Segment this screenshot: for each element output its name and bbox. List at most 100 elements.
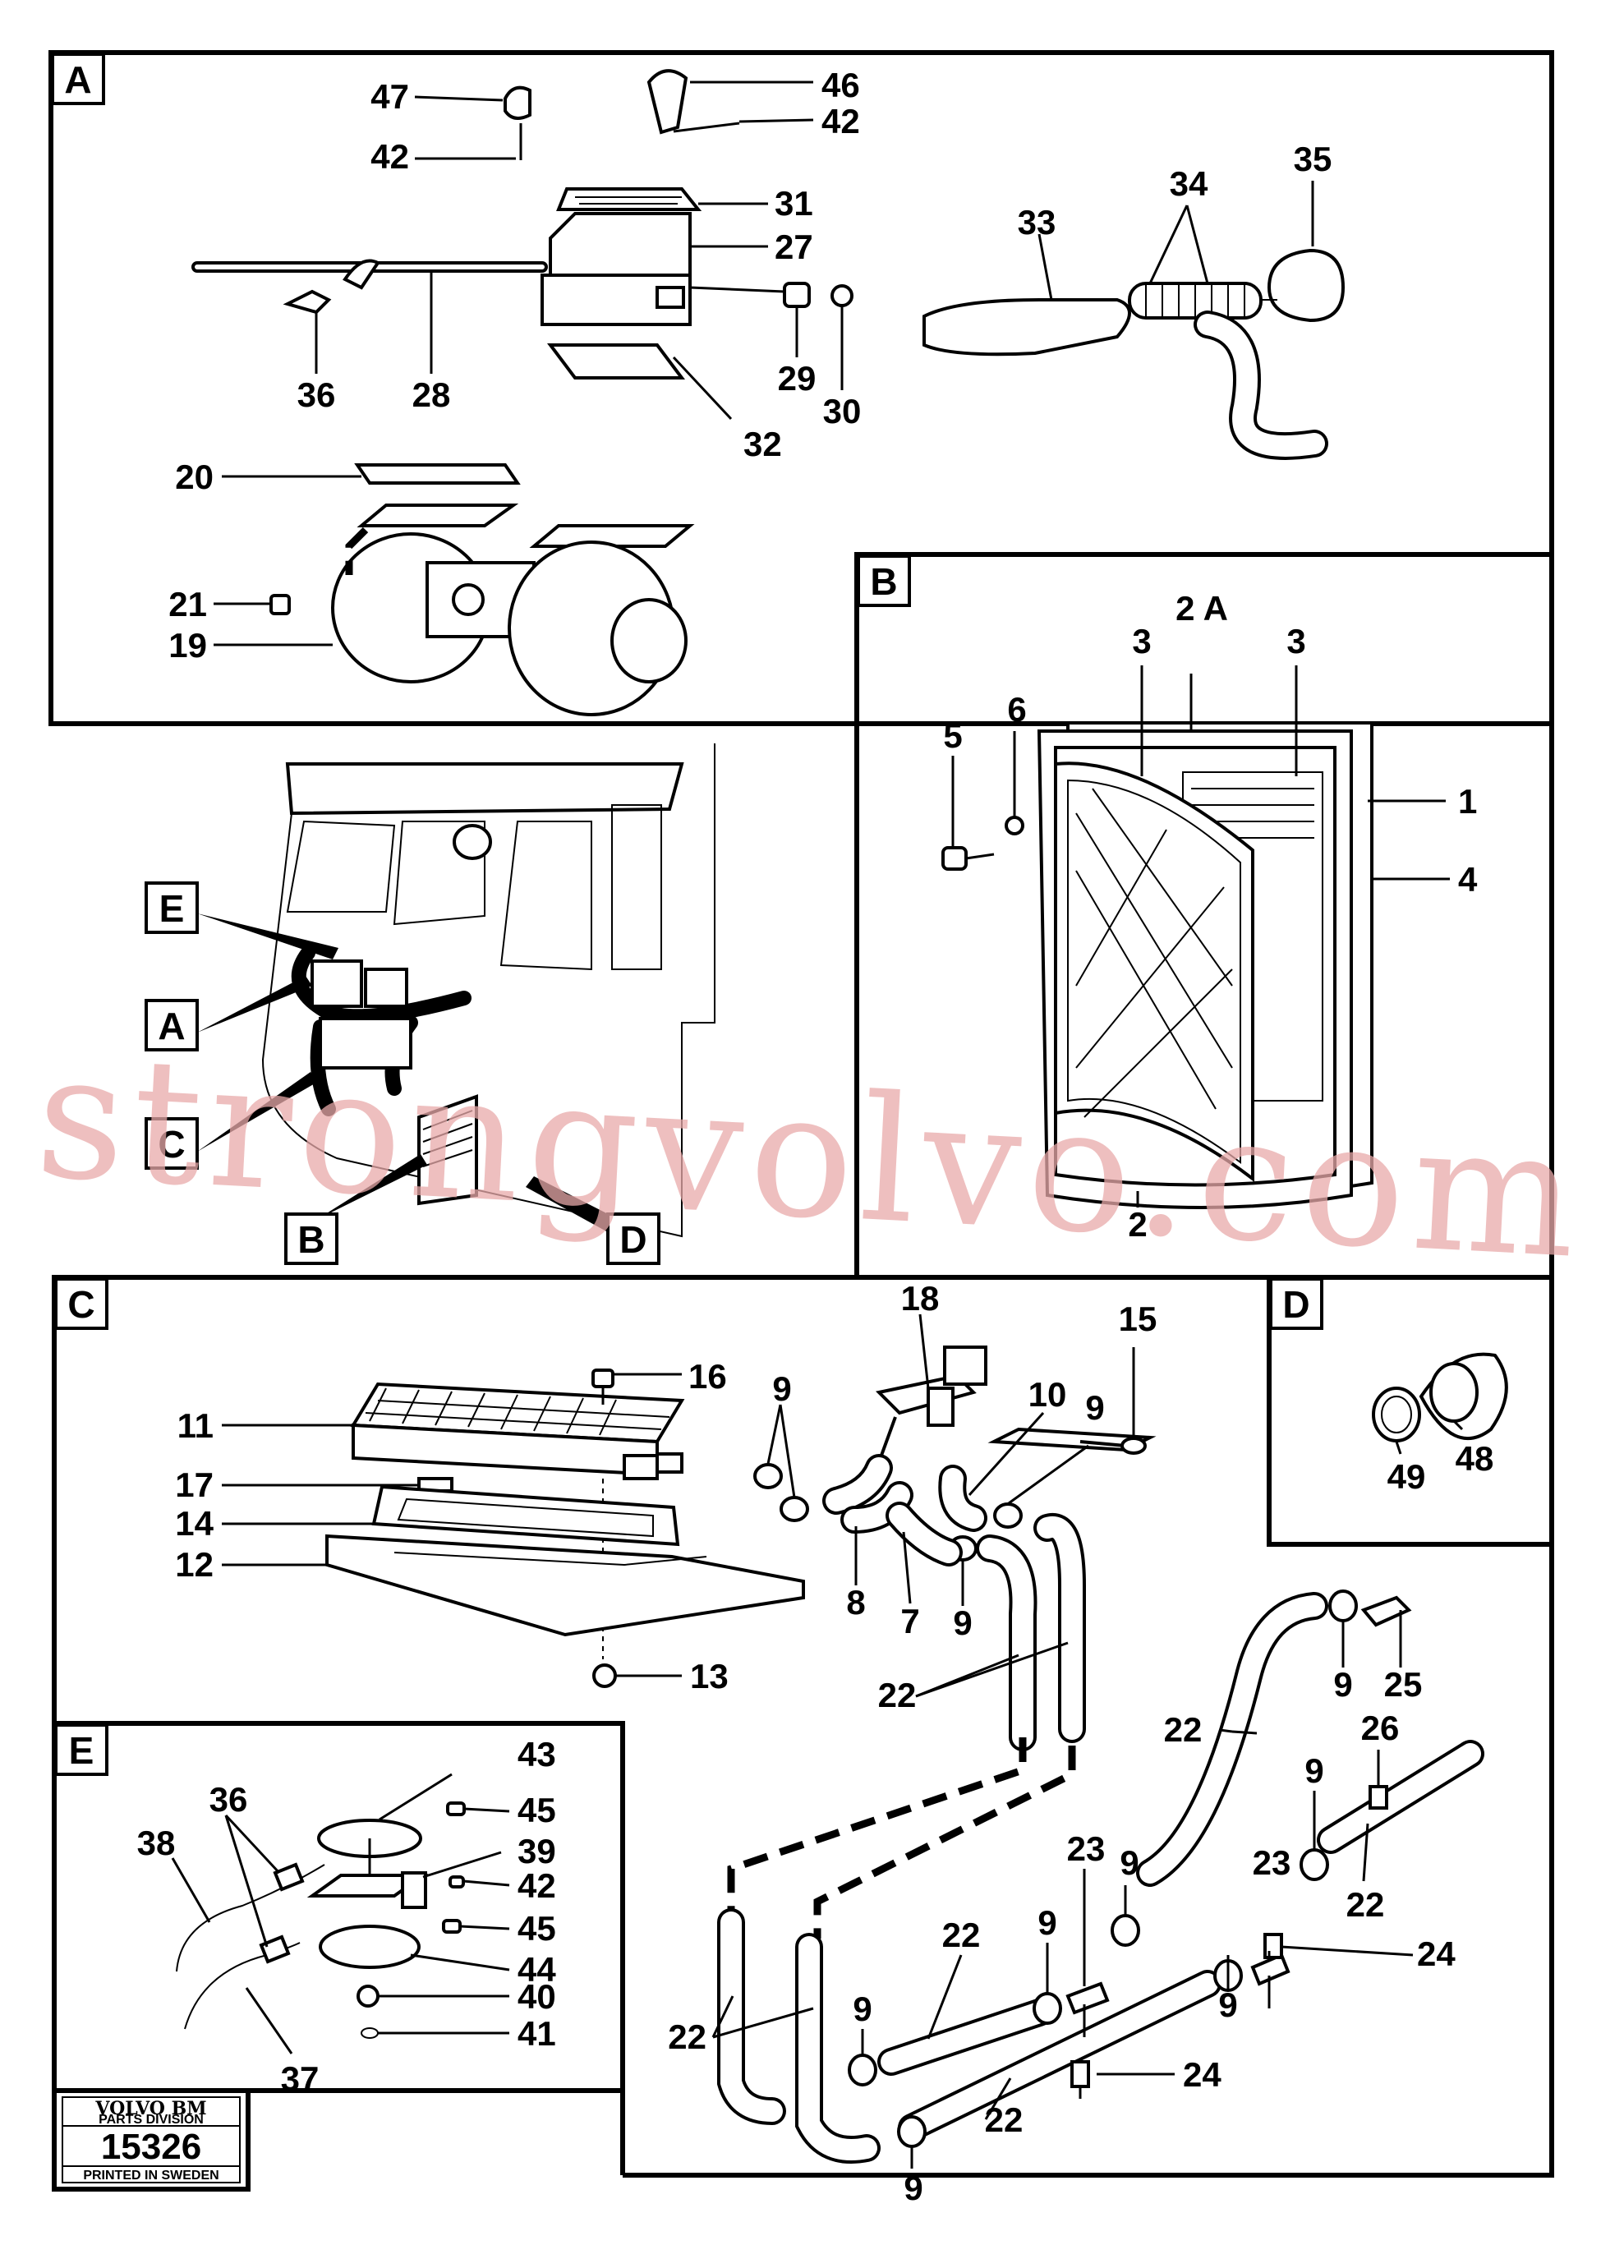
panel-tag-a: A	[51, 53, 105, 105]
callout-29: 29	[778, 359, 817, 398]
ring-49-part	[1372, 1387, 1421, 1442]
bolt-16-part	[591, 1369, 614, 1405]
callout-9-elbow: 9	[1333, 1665, 1352, 1704]
callout-24-lower: 24	[1183, 2055, 1221, 2094]
duct-housing-27-part	[541, 212, 692, 326]
callout-45-lower: 45	[518, 1909, 556, 1948]
nozzle-33-part	[922, 298, 1131, 357]
pointer-c	[197, 1072, 316, 1152]
svg-text:C: C	[67, 1283, 94, 1326]
blower-19-part	[331, 504, 695, 716]
panel-c-frame-right	[623, 1544, 1554, 2178]
panel-tag-c: C	[54, 1277, 108, 1330]
callout-33: 33	[1018, 203, 1056, 242]
washer-41-part	[361, 2027, 379, 2039]
filter-pad-2-part	[1054, 761, 1254, 1183]
volvo-bm-logo: VOLVO BM PARTS DIVISION 15326 PRINTED IN…	[52, 2088, 251, 2192]
callout-23-left: 23	[1067, 1829, 1106, 1868]
callout-42-e: 42	[518, 1866, 556, 1905]
heater-core-11-part	[350, 1382, 685, 1480]
callout-20: 20	[175, 458, 214, 496]
svg-text:C: C	[158, 1123, 185, 1166]
cab-tag-b: B	[284, 1212, 338, 1265]
callout-27: 27	[775, 228, 813, 266]
callout-34: 34	[1170, 164, 1208, 203]
bracket-15-part	[987, 1427, 1157, 1455]
logo-brand: VOLVO BM	[94, 2098, 206, 2119]
callout-8: 8	[846, 1583, 865, 1622]
callout-35: 35	[1294, 140, 1332, 178]
clip-47-part	[504, 85, 531, 160]
callout-9-lower-left: 9	[853, 1990, 872, 2028]
callout-23-right: 23	[1253, 1843, 1291, 1882]
cab-tag-a: A	[145, 999, 199, 1051]
callout-32: 32	[743, 425, 782, 463]
callout-14: 14	[175, 1504, 214, 1543]
gasket-14-part	[371, 1484, 680, 1547]
pointer-e	[197, 913, 338, 959]
callout-40: 40	[518, 1977, 556, 2016]
callout-1: 1	[1458, 782, 1477, 821]
tee-23-right-part	[1250, 1953, 1290, 2008]
logo-number: 15326	[101, 2127, 201, 2167]
callout-5: 5	[943, 716, 962, 755]
callout-42-left: 42	[370, 137, 409, 176]
callout-22-curve: 22	[1164, 1710, 1203, 1749]
screw-42-part	[449, 1875, 465, 1888]
callout-22-bottom: 22	[985, 2100, 1024, 2139]
callout-47: 47	[370, 77, 409, 116]
callout-30: 30	[823, 392, 862, 430]
clip-36-e-part	[259, 1862, 305, 1964]
svg-text:A: A	[64, 58, 91, 101]
callout-3-right: 3	[1286, 622, 1305, 660]
rod-28-part	[191, 259, 548, 290]
plate-39-part	[306, 1871, 429, 1909]
callout-9-mid-left: 9	[1037, 1903, 1056, 1942]
callout-9-right: 9	[1304, 1751, 1323, 1790]
pointer-a	[197, 976, 312, 1033]
callout-4: 4	[1458, 860, 1478, 899]
callout-22-upper: 22	[878, 1676, 917, 1714]
control-knob-43-part	[317, 1819, 422, 1881]
callout-36: 36	[297, 375, 336, 414]
cab-overview-drawing	[261, 743, 715, 1238]
screw-45-lower-part	[442, 1919, 462, 1934]
callout-13: 13	[690, 1657, 729, 1695]
base-plate-12-part	[325, 1534, 805, 1637]
cap-35-part	[1261, 248, 1346, 323]
nut-30-part	[830, 284, 853, 307]
callout-7: 7	[900, 1602, 919, 1640]
pointer-b	[316, 1154, 427, 1220]
callout-9-top: 9	[772, 1369, 791, 1408]
callout-36-e: 36	[209, 1780, 248, 1819]
panel-tag-d: D	[1269, 1277, 1323, 1330]
callout-44: 44	[518, 1950, 556, 1989]
callout-9-tee: 9	[1120, 1843, 1139, 1882]
elbow-25-part	[1360, 1595, 1412, 1635]
callout-26: 26	[1361, 1709, 1400, 1747]
svg-text:A: A	[158, 1005, 185, 1047]
bellows-hose-34-part	[1128, 282, 1328, 460]
gasket-20-part	[354, 463, 521, 485]
callout-3-left: 3	[1132, 622, 1151, 660]
callout-49: 49	[1387, 1457, 1426, 1496]
callout-16: 16	[688, 1357, 727, 1396]
knob-44-part	[319, 1925, 421, 1969]
callout-28: 28	[412, 375, 451, 414]
pointer-d	[526, 1176, 624, 1232]
screw-45-upper-part	[446, 1801, 466, 1816]
panel-a-frame	[48, 50, 1554, 726]
callout-22-lower-left: 22	[668, 2017, 706, 2056]
callout-22-right: 22	[1346, 1885, 1385, 1924]
logo-division: PARTS DIVISION	[99, 2113, 204, 2127]
callout-45-upper: 45	[518, 1791, 556, 1829]
valve-18-part	[875, 1346, 987, 1463]
callout-12: 12	[175, 1545, 214, 1584]
nut-13-part	[592, 1663, 617, 1688]
callout-31: 31	[775, 184, 813, 223]
svg-text:E: E	[159, 887, 185, 930]
svg-text:D: D	[619, 1218, 646, 1261]
callout-46: 46	[821, 66, 860, 104]
callout-10: 10	[1028, 1375, 1067, 1414]
